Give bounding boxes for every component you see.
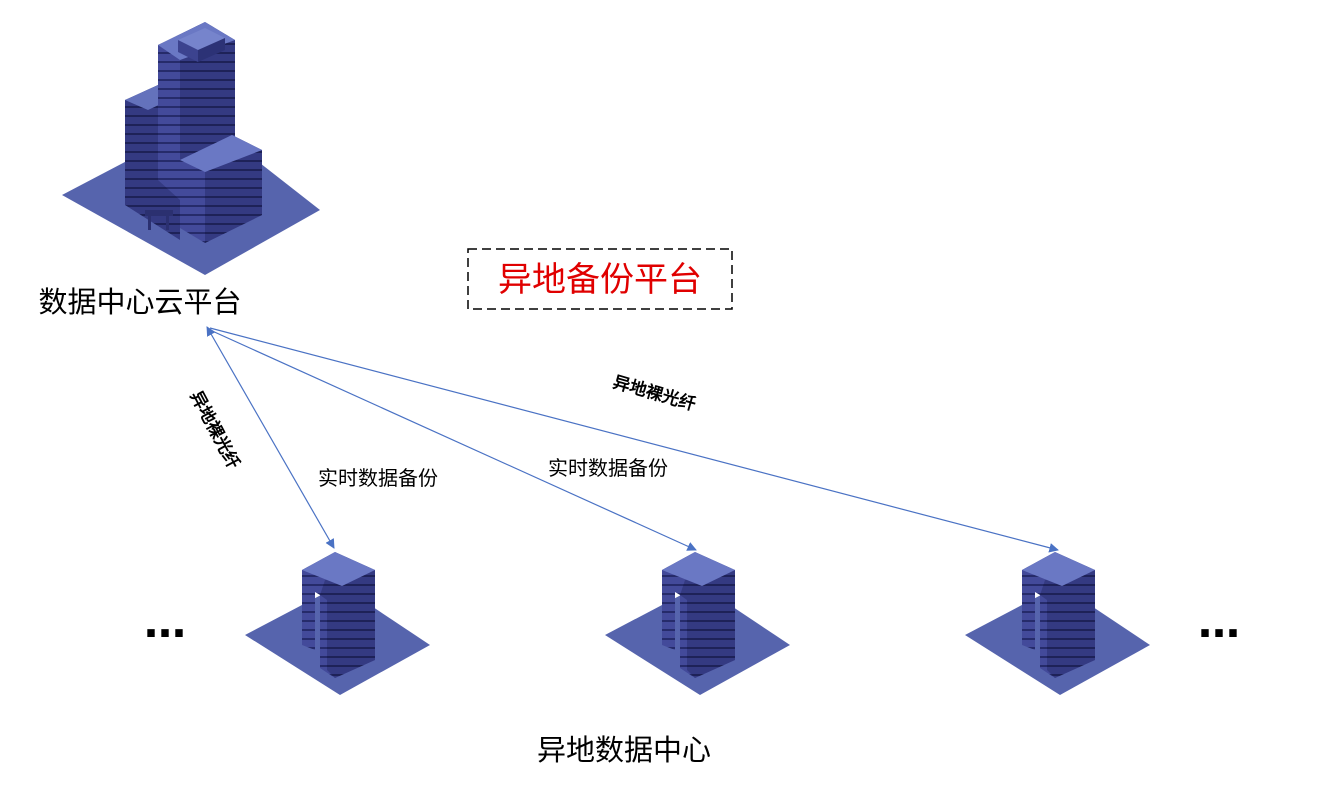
platform-title: 异地备份平台 xyxy=(498,260,702,300)
link-arrow-1 xyxy=(206,326,335,549)
title-box xyxy=(467,248,733,310)
cloud-datacenter-building-icon xyxy=(62,22,320,275)
fiber-label-right: 异地裸光纤 xyxy=(611,372,698,416)
remote-datacenter-1-icon xyxy=(245,552,430,695)
backup-label-1: 实时数据备份 xyxy=(318,466,438,490)
remote-datacenter-label: 异地数据中心 xyxy=(537,733,711,767)
link-arrow-2 xyxy=(209,329,697,551)
ellipsis-right: … xyxy=(1198,598,1246,647)
fiber-label-left: 异地裸光纤 xyxy=(186,387,244,472)
backup-label-2: 实时数据备份 xyxy=(548,456,668,480)
ellipsis-left: … xyxy=(144,598,192,647)
remote-datacenter-2-icon xyxy=(605,552,790,695)
link-arrow-3 xyxy=(209,327,1059,553)
cloud-platform-label: 数据中心云平台 xyxy=(38,285,241,319)
remote-datacenter-3-icon xyxy=(965,552,1150,695)
